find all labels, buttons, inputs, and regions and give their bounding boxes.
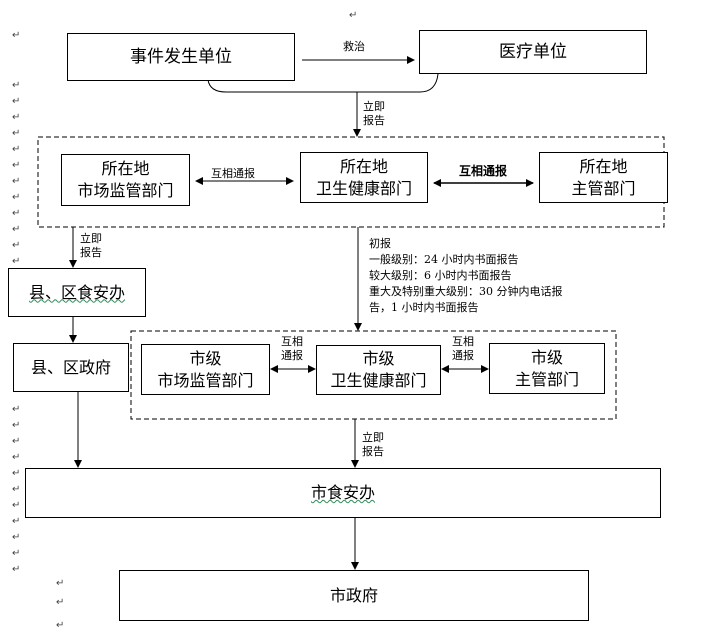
paragraph-mark: ↵ xyxy=(12,500,21,511)
local-market-line1: 所在地 xyxy=(101,159,150,179)
paragraph-mark: ↵ xyxy=(12,548,21,559)
city-authority-line2: 主管部门 xyxy=(514,369,579,389)
paragraph-mark: ↵ xyxy=(12,96,21,107)
event-unit-box: 事件发生单位 xyxy=(67,33,295,81)
mutual-notify-label-4: 互相通报 xyxy=(452,335,474,362)
paragraph-mark: ↵ xyxy=(12,224,21,235)
paragraph-mark: ↵ xyxy=(12,208,21,219)
initial-report-text: 初报 一般级别：24 小时内书面报告 较大级别：6 小时内书面报告 重大及特别重… xyxy=(369,237,563,314)
paragraph-mark: ↵ xyxy=(12,240,21,251)
paragraph-mark: ↵ xyxy=(12,192,21,203)
local-authority-line2: 主管部门 xyxy=(571,178,636,198)
paragraph-mark: ↵ xyxy=(12,484,21,495)
immediate-report-label-3: 立即报告 xyxy=(362,431,384,458)
paragraph-mark: ↵ xyxy=(56,578,65,589)
paragraph-mark: ↵ xyxy=(12,256,21,267)
city-market-line1: 市级 xyxy=(189,348,222,368)
paragraph-mark: ↵ xyxy=(12,128,21,139)
local-market-line2: 市场监管部门 xyxy=(77,181,174,200)
medical-unit-box: 医疗单位 xyxy=(419,30,647,74)
city-health-line2: 卫生健康部门 xyxy=(330,371,427,390)
paragraph-mark: ↵ xyxy=(12,144,21,155)
county-food-safety-box: 县、区食安办 xyxy=(8,268,146,317)
paragraph-mark: ↵ xyxy=(56,620,65,631)
paragraph-mark: ↵ xyxy=(12,436,21,447)
local-departments-group xyxy=(37,136,665,228)
city-government-box: 市政府 xyxy=(119,570,589,621)
mutual-notify-label-1: 互相通报 xyxy=(211,167,255,180)
paragraph-mark: ↵ xyxy=(12,80,21,91)
local-health-box: 所在地 卫生健康部门 xyxy=(300,152,428,203)
city-market-supervision-box: 市级 市场监管部门 xyxy=(141,344,270,395)
paragraph-mark: ↵ xyxy=(12,468,21,479)
county-food-safety-label: 县、区食安办 xyxy=(28,282,125,302)
local-authority-line1: 所在地 xyxy=(579,156,628,176)
paragraph-mark: ↵ xyxy=(12,176,21,187)
treat-label: 救治 xyxy=(343,40,365,53)
medical-unit-label: 医疗单位 xyxy=(499,41,567,62)
city-health-box: 市级 卫生健康部门 xyxy=(316,345,441,395)
county-government-box: 县、区政府 xyxy=(13,343,129,392)
paragraph-mark: ↵ xyxy=(56,597,65,608)
city-food-safety-label: 市食安办 xyxy=(310,483,375,503)
mutual-notify-label-3: 互相通报 xyxy=(281,335,303,362)
merge-bracket xyxy=(207,73,439,93)
city-market-line2: 市场监管部门 xyxy=(157,370,254,390)
immediate-report-label-2: 立即报告 xyxy=(80,232,102,259)
paragraph-mark: ↵ xyxy=(12,516,21,527)
local-market-supervision-box: 所在地 市场监管部门 xyxy=(61,154,190,206)
mutual-notify-label-2: 互相通报 xyxy=(459,164,508,178)
city-health-line1: 市级 xyxy=(362,349,395,369)
paragraph-mark: ↵ xyxy=(12,30,21,41)
event-unit-label: 事件发生单位 xyxy=(130,46,232,67)
city-authority-box: 市级 主管部门 xyxy=(489,343,605,394)
paragraph-mark: ↵ xyxy=(12,564,21,575)
city-food-safety-box: 市食安办 xyxy=(25,468,661,518)
paragraph-mark: ↵ xyxy=(12,160,21,171)
local-health-line1: 所在地 xyxy=(339,156,388,176)
paragraph-mark: ↵ xyxy=(12,452,21,463)
city-authority-line1: 市级 xyxy=(530,347,563,367)
city-government-label: 市政府 xyxy=(329,585,378,605)
local-authority-box: 所在地 主管部门 xyxy=(539,152,668,203)
paragraph-mark: ↵ xyxy=(12,404,21,415)
paragraph-mark: ↵ xyxy=(349,10,358,21)
city-departments-group xyxy=(130,330,617,420)
county-government-label: 县、区政府 xyxy=(30,357,111,377)
paragraph-mark: ↵ xyxy=(12,112,21,123)
paragraph-mark: ↵ xyxy=(12,532,21,543)
immediate-report-label-1: 立即报告 xyxy=(363,100,385,127)
local-health-line2: 卫生健康部门 xyxy=(315,178,412,198)
paragraph-mark: ↵ xyxy=(12,420,21,431)
